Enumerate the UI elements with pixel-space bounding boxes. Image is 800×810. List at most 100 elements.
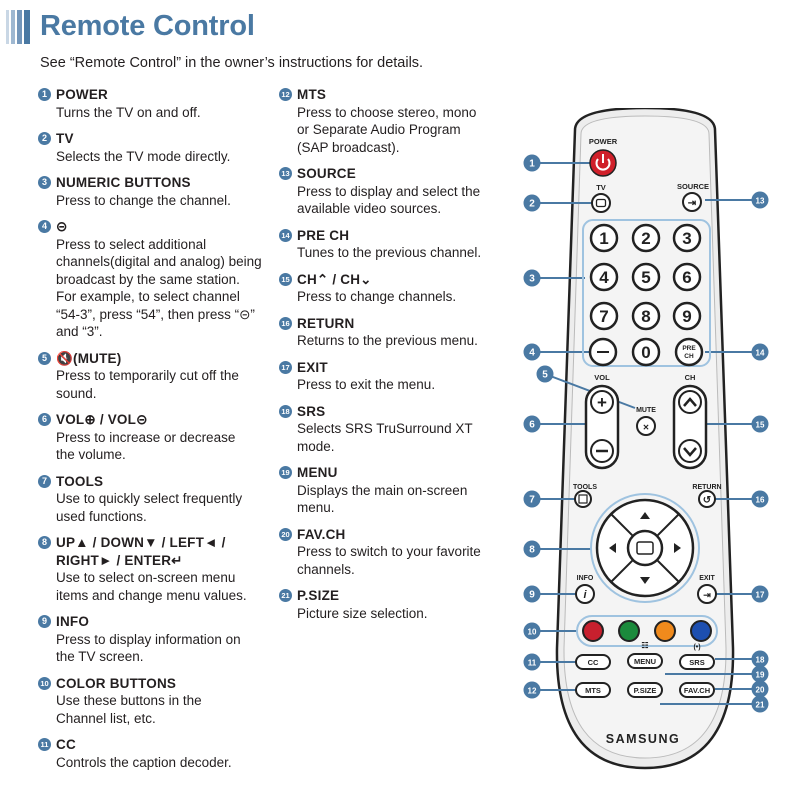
callout-number: 4 <box>529 348 535 359</box>
callout-badge <box>523 540 541 558</box>
item-description: Press to display information on the TV s… <box>56 631 241 665</box>
item-name: P.SIZE <box>297 588 340 603</box>
callout-badge <box>751 490 769 508</box>
item-number-badge: 1 <box>38 88 51 101</box>
psize-label: P.SIZE <box>634 686 657 695</box>
digit-button <box>589 223 619 253</box>
item-number-badge: 4 <box>38 220 51 233</box>
tv-label: TV <box>596 183 606 192</box>
item-name: POWER <box>56 87 109 102</box>
item-name: TV <box>56 131 74 146</box>
item-description: Use these buttons in the Channel list, e… <box>56 693 202 726</box>
color-buttons-outline <box>576 615 718 647</box>
callout-number: 11 <box>528 659 537 668</box>
item-description: Press to change the channel. <box>56 192 231 208</box>
callout-badge <box>751 695 769 713</box>
mute-button <box>636 416 656 436</box>
item-number-badge: 3 <box>38 176 51 189</box>
vol-up-icon: + <box>597 393 607 412</box>
exit-button <box>697 584 717 604</box>
vol-up-button <box>590 390 614 414</box>
prech-label: CH <box>684 353 694 360</box>
callout-number: 3 <box>529 274 535 285</box>
item-name: COLOR BUTTONS <box>56 675 177 691</box>
callout-badge <box>523 415 541 433</box>
item-1: 1 POWER Turns the TV on and off. <box>38 86 263 121</box>
digit-label: 3 <box>682 229 691 248</box>
callout-number: 20 <box>756 686 765 695</box>
digit-button <box>631 262 661 292</box>
digit-button <box>589 301 619 331</box>
enter-icon <box>636 541 654 555</box>
callout-number: 5 <box>542 370 548 381</box>
callout-badge <box>751 585 769 603</box>
item-name: MTS <box>297 87 327 102</box>
item-number-badge: 9 <box>38 615 51 628</box>
menu-button <box>627 653 663 669</box>
power-icon <box>595 158 611 171</box>
item-name: NUMERIC BUTTONS <box>56 175 191 190</box>
digit-button <box>631 337 661 367</box>
tv-icon <box>595 198 607 208</box>
digit-label: 2 <box>641 229 650 248</box>
item-description: Use to quickly select frequently used fu… <box>56 491 243 524</box>
item-description: Turns the TV on and off. <box>56 104 201 120</box>
mts-label: MTS <box>585 686 601 695</box>
color-button <box>654 620 676 642</box>
item-name: SRS <box>297 403 326 419</box>
item-description: Press to display and select the availabl… <box>297 183 481 217</box>
callout-number: 10 <box>528 628 537 637</box>
digit-label: 1 <box>599 229 608 248</box>
color-button <box>618 620 640 642</box>
callout-number: 7 <box>529 495 535 506</box>
callout-number: 18 <box>756 656 765 665</box>
srs-label: SRS <box>689 658 704 667</box>
item-number-badge: 7 <box>38 474 51 488</box>
item-description: Controls the caption decoder. <box>56 754 232 770</box>
info-icon: i <box>583 589 587 601</box>
item-name: 🔇(MUTE) <box>56 350 122 366</box>
vol-down-button <box>590 439 614 463</box>
vol-label: VOL <box>594 373 610 382</box>
item-number-badge: 17 <box>279 360 292 374</box>
digit-button <box>672 301 702 331</box>
item-number-badge: 8 <box>38 536 51 549</box>
item-3: 3 NUMERIC BUTTONS Press to change the chan… <box>38 174 263 209</box>
callout-number: 12 <box>528 687 537 696</box>
cc-button <box>575 654 611 670</box>
mts-button <box>575 682 611 698</box>
item-name: VOL⊕ / VOL⊝ <box>56 412 148 427</box>
srs-button <box>679 654 715 670</box>
return-button <box>698 490 716 508</box>
digit-button <box>631 223 661 253</box>
digit-label: 9 <box>682 307 691 326</box>
callout-number: 1 <box>529 159 535 170</box>
volume-rocker <box>584 384 620 470</box>
menu-label: MENU <box>634 657 656 666</box>
exit-label: EXIT <box>699 575 715 582</box>
item-number-badge: 12 <box>279 88 292 101</box>
item-number-badge: 6 <box>38 413 51 426</box>
callout-number: 17 <box>756 591 765 600</box>
item-description: Press to switch to your favorite channel… <box>297 544 481 577</box>
item-description: Use to select on-screen menu items and c… <box>56 570 247 603</box>
tools-button <box>574 490 592 508</box>
item-name: FAV.CH <box>297 526 346 542</box>
brand-logo: SAMSUNG <box>606 732 680 746</box>
callout-number: 8 <box>529 545 535 556</box>
source-button <box>682 192 702 212</box>
item-name: UP▲ / DOWN▼ / LEFT◄ / RIGHT► / ENTER↵ <box>56 535 226 568</box>
item-name: MENU <box>297 465 338 480</box>
callout-badge <box>523 585 541 603</box>
callout-badge <box>523 653 541 671</box>
callout-number: 16 <box>756 496 765 505</box>
channel-rocker <box>672 384 708 470</box>
